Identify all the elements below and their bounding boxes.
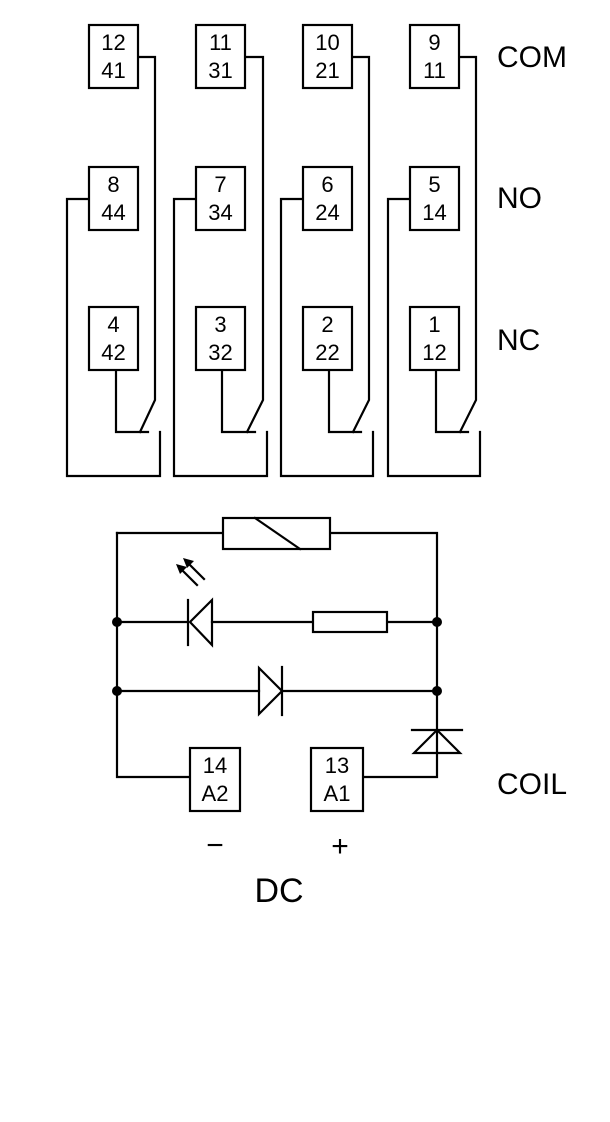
terminal-coil-plus xyxy=(309,746,365,813)
terminal-com-4-top: 9 xyxy=(428,30,440,55)
terminal-no-1 xyxy=(87,165,140,232)
terminal-com-3-top: 10 xyxy=(315,30,339,55)
coil-circuit: 14 A2 13 A1 xyxy=(112,516,464,813)
terminal-nc-4-top: 1 xyxy=(428,312,440,337)
terminal-nc-1-bottom: 42 xyxy=(101,340,125,365)
terminal-nc-4-bottom: 12 xyxy=(422,340,446,365)
terminal-coil-minus-top: 14 xyxy=(203,753,227,778)
terminal-coil-plus-bottom: A1 xyxy=(324,781,351,806)
terminal-no-1-top: 8 xyxy=(107,172,119,197)
junction-dot xyxy=(432,686,442,696)
terminal-no-2 xyxy=(194,165,247,232)
terminal-com-3 xyxy=(301,23,354,90)
terminal-coil-plus-top: 13 xyxy=(325,753,349,778)
terminal-com-2 xyxy=(194,23,247,90)
terminal-com-1 xyxy=(87,23,140,90)
terminal-no-3-bottom: 24 xyxy=(315,200,339,225)
terminal-no-4 xyxy=(408,165,461,232)
terminal-com-3-bottom: 21 xyxy=(315,58,339,83)
terminal-no-1-bottom: 44 xyxy=(101,200,125,225)
terminal-no-4-top: 5 xyxy=(428,172,440,197)
junction-dot xyxy=(432,617,442,627)
freewheel-diode-branch xyxy=(115,665,439,717)
polarity-minus: − xyxy=(206,829,224,862)
coil-symbol xyxy=(221,516,332,551)
terminal-com-1-bottom: 41 xyxy=(101,58,125,83)
junction-dot xyxy=(112,617,122,627)
terminal-nc-3-bottom: 22 xyxy=(315,340,339,365)
terminal-no-3 xyxy=(301,165,354,232)
terminal-no-4-bottom: 14 xyxy=(422,200,446,225)
terminal-com-2-top: 11 xyxy=(209,30,232,55)
contact-set-1: 12 41 8 44 4 42 xyxy=(65,23,162,478)
contact-set-2: 11 31 7 34 3 32 xyxy=(172,23,269,478)
junction-dot xyxy=(112,686,122,696)
terminal-no-2-top: 7 xyxy=(214,172,226,197)
terminal-nc-2-bottom: 32 xyxy=(208,340,232,365)
polarity-diode xyxy=(410,728,464,755)
terminal-com-1-top: 12 xyxy=(101,30,125,55)
terminal-coil-minus xyxy=(188,746,242,813)
row-label-no: NO xyxy=(497,182,542,215)
terminal-nc-3-top: 2 xyxy=(321,312,333,337)
terminal-nc-2 xyxy=(194,305,247,372)
row-label-com: COM xyxy=(497,41,567,74)
row-label-nc: NC xyxy=(497,324,540,357)
terminal-com-4-bottom: 11 xyxy=(423,58,446,83)
contact-set-4: 9 11 5 14 1 12 xyxy=(386,23,482,478)
terminal-coil-minus-bottom: A2 xyxy=(202,781,229,806)
terminal-com-4 xyxy=(408,23,461,90)
contact-set-3: 10 21 6 24 2 22 xyxy=(279,23,375,478)
terminal-no-3-top: 6 xyxy=(321,172,333,197)
terminal-nc-1-top: 4 xyxy=(107,312,119,337)
led-series-resistor xyxy=(311,610,389,634)
terminal-nc-4 xyxy=(408,305,461,372)
light-emission-icon xyxy=(176,558,206,587)
terminal-no-2-bottom: 34 xyxy=(208,200,232,225)
led-indicator-branch xyxy=(115,558,439,648)
terminal-nc-1 xyxy=(87,305,140,372)
supply-type-label: DC xyxy=(254,872,303,910)
row-label-coil: COIL xyxy=(497,768,567,801)
terminal-com-2-bottom: 31 xyxy=(208,58,232,83)
polarity-plus: + xyxy=(331,830,349,863)
terminal-nc-2-top: 3 xyxy=(214,312,226,337)
terminal-nc-3 xyxy=(301,305,354,372)
